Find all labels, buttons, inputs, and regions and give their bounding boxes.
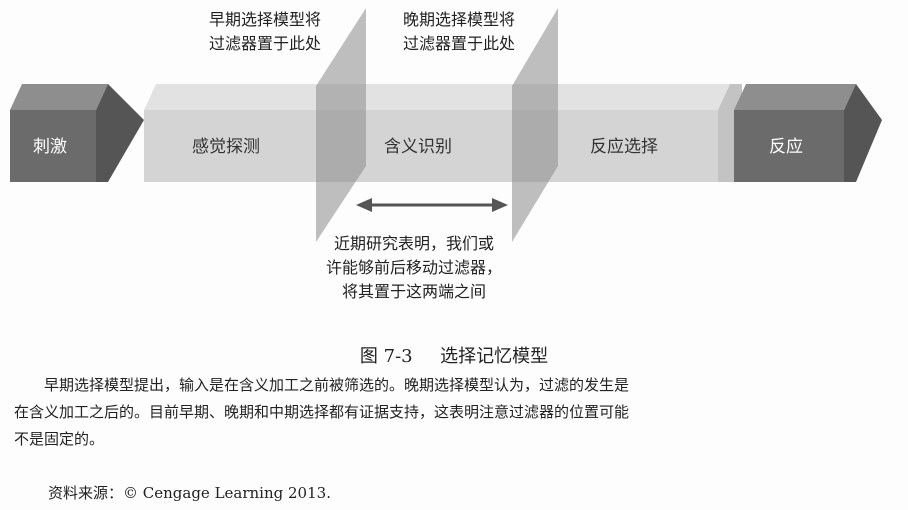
- late-note-line-1: 晚期选择模型将: [402, 10, 515, 29]
- response-block: 反应: [734, 84, 882, 182]
- early-note-line-2: 过滤器置于此处: [208, 34, 321, 53]
- late-note-line-2: 过滤器置于此处: [402, 34, 515, 53]
- body-line-3: 不是固定的。: [14, 430, 105, 448]
- stimulus-block: 刺激: [10, 84, 144, 182]
- early-note-line-1: 早期选择模型将: [208, 10, 321, 29]
- early-filter-plane: [316, 8, 366, 242]
- body-paragraph: 早期选择模型提出，输入是在含义加工之前被筛选的。晚期选择模型认为，过滤的发生是 …: [14, 372, 898, 453]
- early-selection-note: 早期选择模型将 过滤器置于此处: [180, 8, 350, 56]
- movable-filter-arrow: [356, 198, 508, 212]
- meaning-recognition-label: 含义识别: [384, 137, 452, 157]
- response-selection-label: 反应选择: [590, 137, 658, 157]
- recent-note-line-2: 许能够前后移动过滤器，: [325, 258, 502, 277]
- recent-research-note: 近期研究表明，我们或 许能够前后移动过滤器， 将其置于这两端之间: [296, 232, 532, 304]
- stimulus-label: 刺激: [33, 137, 67, 157]
- recent-note-line-3: 将其置于这两端之间: [341, 282, 486, 301]
- late-selection-note: 晚期选择模型将 过滤器置于此处: [374, 8, 544, 56]
- body-line-1: 早期选择模型提出，输入是在含义加工之前被筛选的。晚期选择模型认为，过滤的发生是: [44, 376, 630, 394]
- recent-note-line-1: 近期研究表明，我们或: [333, 234, 494, 253]
- selection-model-diagram: 刺激 反应 感觉探测 含义识别 反应选择: [10, 8, 882, 242]
- sensory-detection-label: 感觉探测: [192, 137, 260, 157]
- figure-caption: 图 7-3 选择记忆模型: [0, 342, 908, 368]
- processing-bar: [144, 84, 742, 182]
- figure-title: 选择记忆模型: [440, 346, 549, 367]
- body-line-2: 在含义加工之后的。目前早期、晚期和中期选择都有证据支持，这表明注意过滤器的位置可…: [14, 403, 630, 421]
- source-citation: 资料来源：© Cengage Learning 2013.: [48, 484, 331, 502]
- late-filter-plane: [512, 8, 558, 242]
- response-label: 反应: [769, 137, 803, 157]
- figure-number: 图 7-3: [359, 346, 413, 367]
